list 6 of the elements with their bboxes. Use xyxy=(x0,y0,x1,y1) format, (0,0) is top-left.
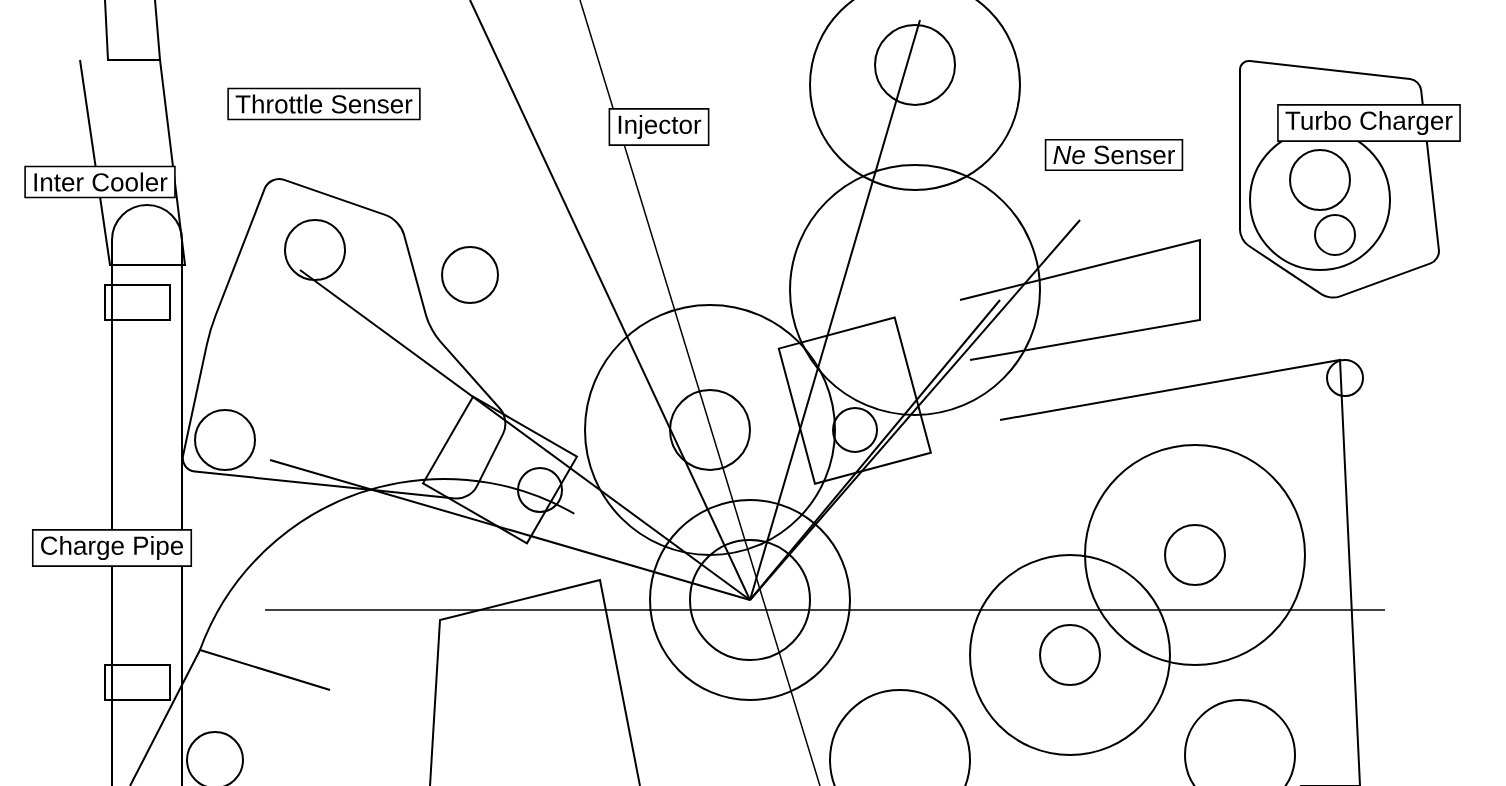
label-box: Charge Pipe xyxy=(31,529,193,567)
label-box: Throttle Senser xyxy=(227,87,421,121)
label-box: Inter Cooler xyxy=(24,165,176,199)
label-box: Ne Senser xyxy=(1044,139,1184,171)
label-box: Turbo Charger xyxy=(1277,104,1461,142)
label-box: Injector xyxy=(608,108,710,146)
